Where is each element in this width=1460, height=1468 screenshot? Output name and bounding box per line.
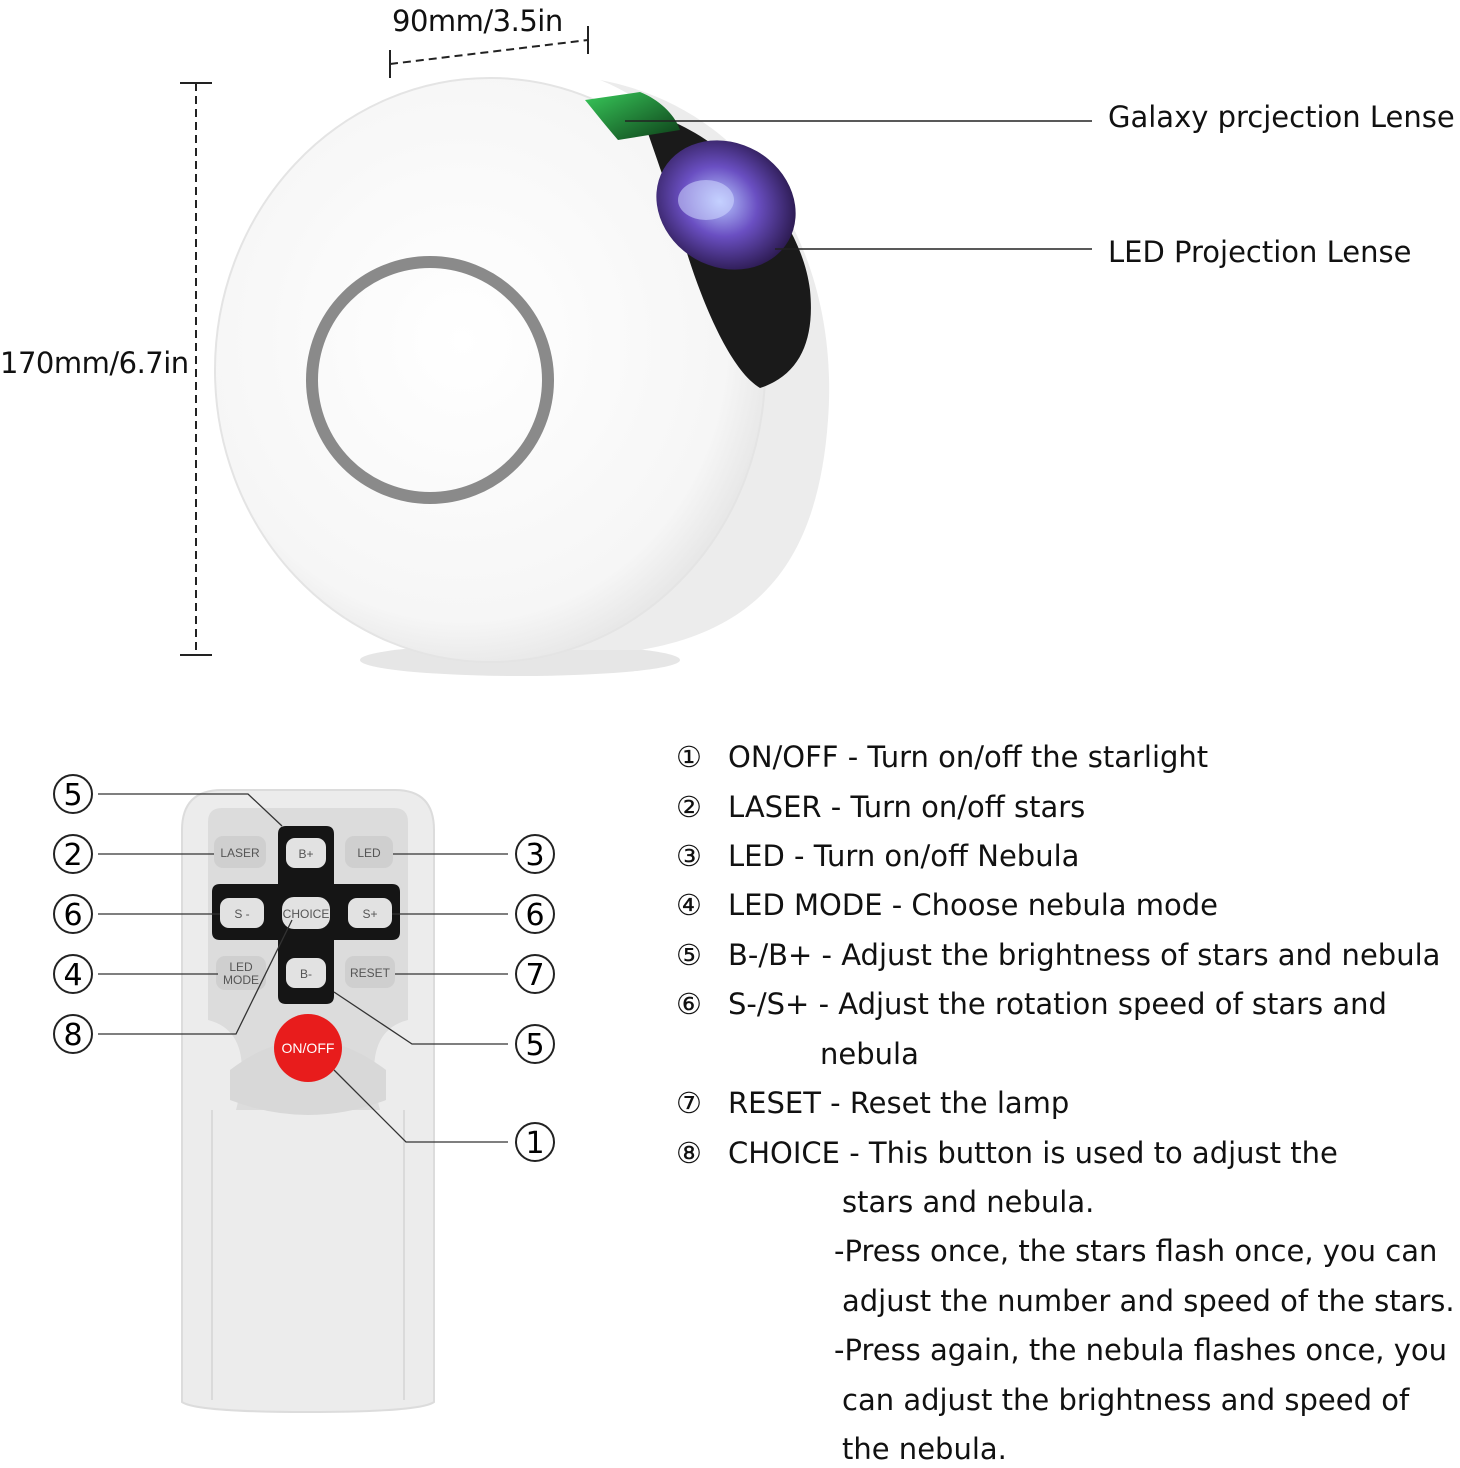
marker-right-1: 1 — [515, 1122, 555, 1162]
choice-button-label: CHOICE — [283, 907, 330, 921]
legend-text: LASER - Turn on/off stars — [728, 790, 1086, 824]
reset-button[interactable]: RESET — [345, 956, 395, 988]
choice-detail-line: the nebula. — [842, 1432, 1007, 1466]
legend-number: ③ — [676, 839, 702, 873]
marker-right-5: 5 — [515, 1024, 555, 1064]
b-minus-button-label: B- — [300, 967, 312, 981]
legend-text: RESET - Reset the lamp — [728, 1086, 1070, 1120]
legend-item-brightness: ⑤ B-/B+ - Adjust the brightness of stars … — [676, 938, 1440, 972]
choice-detail-line: stars and nebula. — [842, 1185, 1095, 1219]
legend-item-reset: ⑦ RESET - Reset the lamp — [676, 1086, 1069, 1120]
remote-illustration: LASER B+ LED S - CHOICE S+ LED MODE — [53, 774, 555, 1414]
legend-number: ⑦ — [676, 1086, 702, 1120]
marker-left-2: 2 — [53, 834, 93, 874]
legend-number: ⑧ — [676, 1136, 702, 1170]
led-lens-highlight — [678, 180, 734, 220]
legend-item-speed: ⑥ S-/S+ - Adjust the rotation speed of st… — [676, 987, 1387, 1021]
svg-text:8: 8 — [63, 1018, 82, 1053]
legend-item-laser: ② LASER - Turn on/off stars — [676, 790, 1085, 824]
marker-right-7: 7 — [515, 954, 555, 994]
ring-light — [306, 256, 554, 504]
left-leader-lines — [98, 793, 293, 1035]
marker-left-5: 5 — [53, 774, 93, 814]
choice-detail-line: -Press once, the stars flash once, you c… — [834, 1234, 1438, 1268]
led-mode-button[interactable]: LED MODE — [216, 956, 266, 990]
svg-text:2: 2 — [63, 838, 82, 873]
s-minus-button-label: S - — [234, 907, 249, 921]
galaxy-lens — [585, 92, 680, 140]
marker-right-3: 3 — [515, 834, 555, 874]
laser-button-label: LASER — [220, 846, 260, 860]
led-button-label: LED — [357, 846, 381, 860]
marker-right-6: 6 — [515, 894, 555, 934]
choice-button[interactable]: CHOICE — [282, 897, 330, 929]
legend-number: ⑤ — [676, 938, 702, 972]
led-mode-button-label-2: MODE — [223, 973, 259, 987]
svg-text:6: 6 — [63, 898, 82, 933]
width-dimension-line — [389, 26, 589, 78]
marker-left-6: 6 — [53, 894, 93, 934]
legend-item-led-mode: ④ LED MODE - Choose nebula mode — [676, 888, 1218, 922]
right-leader-lines — [333, 853, 508, 1143]
legend-item-speed-continued: nebula — [820, 1037, 919, 1071]
b-plus-button[interactable]: B+ — [286, 838, 326, 868]
svg-text:1: 1 — [525, 1126, 544, 1161]
legend-number: ② — [676, 790, 702, 824]
choice-detail-line: can adjust the brightness and speed of — [842, 1383, 1410, 1417]
legend-text: LED MODE - Choose nebula mode — [728, 888, 1219, 922]
marker-left-4: 4 — [53, 954, 93, 994]
on-off-button[interactable]: ON/OFF — [274, 1014, 342, 1082]
height-dimension-line — [180, 82, 212, 656]
legend-item-choice: ⑧ CHOICE - This button is used to adjust … — [676, 1136, 1338, 1170]
led-mode-button-label-1: LED — [229, 960, 253, 974]
b-plus-button-label: B+ — [298, 847, 313, 861]
svg-text:6: 6 — [525, 898, 544, 933]
svg-text:7: 7 — [525, 958, 544, 993]
laser-button[interactable]: LASER — [214, 836, 266, 868]
legend-text: S-/S+ - Adjust the rotation speed of sta… — [728, 987, 1387, 1021]
svg-text:3: 3 — [525, 838, 544, 873]
choice-detail-line: -Press again, the nebula flashes once, y… — [834, 1333, 1448, 1367]
on-off-button-label: ON/OFF — [282, 1040, 335, 1056]
b-minus-button[interactable]: B- — [286, 958, 326, 988]
height-label: 170mm/6.7in — [0, 346, 189, 380]
legend-item-led: ③ LED - Turn on/off Nebula — [676, 839, 1079, 873]
legend-text: CHOICE - This button is used to adjust t… — [728, 1136, 1338, 1170]
legend-text: LED - Turn on/off Nebula — [728, 839, 1080, 873]
legend-text: ON/OFF - Turn on/off the starlight — [728, 740, 1209, 774]
svg-text:4: 4 — [63, 958, 82, 993]
legend-number: ④ — [676, 888, 702, 922]
choice-detail-line: adjust the number and speed of the stars… — [842, 1284, 1455, 1318]
svg-text:5: 5 — [525, 1028, 544, 1063]
legend-number: ⑥ — [676, 987, 702, 1021]
legend-number: ① — [676, 740, 702, 774]
led-button[interactable]: LED — [345, 836, 393, 868]
legend-item-on-off: ① ON/OFF - Turn on/off the starlight — [676, 740, 1208, 774]
marker-left-8: 8 — [53, 1014, 93, 1054]
projector-illustration — [180, 26, 1092, 676]
galaxy-lens-label: Galaxy prcjection Lense — [1108, 100, 1455, 134]
s-plus-button-label: S+ — [362, 907, 377, 921]
s-minus-button[interactable]: S - — [220, 898, 264, 928]
legend-text: nebula — [820, 1037, 919, 1071]
s-plus-button[interactable]: S+ — [348, 898, 392, 928]
legend-text: B-/B+ - Adjust the brightness of stars a… — [728, 938, 1441, 972]
reset-button-label: RESET — [350, 966, 391, 980]
led-lens-label: LED Projection Lense — [1108, 235, 1412, 269]
svg-text:5: 5 — [63, 778, 82, 813]
width-label: 90mm/3.5in — [392, 4, 563, 38]
